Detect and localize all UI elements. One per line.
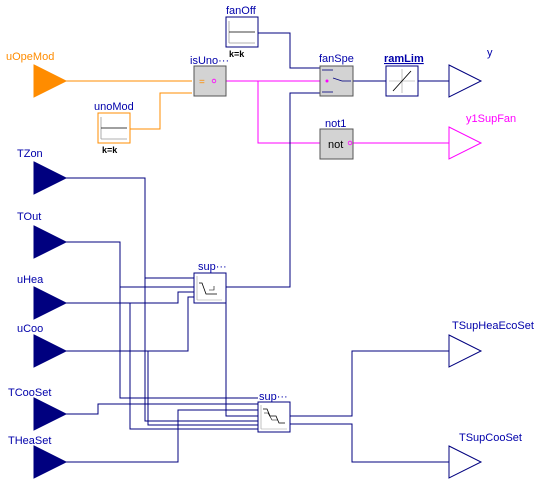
output-TSupCooSet-label: TSupCooSet (459, 432, 522, 444)
block-fanSpe[interactable]: fanSpe (319, 53, 354, 97)
output-TSupCooSet[interactable]: TSupCooSet (448, 432, 522, 479)
block-fanOff-param: k=k (229, 49, 245, 59)
output-y-triangle[interactable] (448, 64, 483, 98)
output-TSupHeaEcoSet-triangle[interactable] (448, 334, 483, 368)
input-THeaSet-triangle[interactable] (33, 445, 68, 479)
input-uCoo-triangle[interactable] (33, 334, 68, 368)
input-TOut-label: TOut (17, 211, 41, 223)
block-isUno[interactable]: isUno··· = (190, 55, 229, 97)
wire-TZon-supFan (66, 177, 194, 279)
input-uOpeMod-triangle[interactable] (33, 64, 68, 98)
block-isUno-output-dot (211, 78, 217, 84)
block-ramLim-curve (392, 70, 412, 92)
wire-TOut-supTemp (119, 287, 258, 399)
wire-supTemp-TSupCooSet (290, 423, 449, 463)
input-uCoo[interactable]: uCoo (17, 323, 68, 368)
wire-uHea-supTemp (129, 303, 258, 430)
block-supTemp-curve (263, 408, 285, 424)
wire-isUno-not1 (257, 81, 320, 144)
block-not1[interactable]: not1 not (319, 118, 354, 160)
block-ramLim-name: ramLim (384, 53, 424, 65)
wire-supFan-fanSpe (226, 92, 320, 288)
block-unoMod[interactable]: unoMod k=k (94, 101, 134, 155)
input-uOpeMod[interactable]: uOpeMod (6, 51, 68, 98)
output-TSupCooSet-triangle[interactable] (448, 445, 483, 479)
wire-uCoo-supFan (66, 296, 194, 352)
wire-uOpeMod-supTemp (225, 287, 258, 417)
block-not1-text: not (328, 139, 343, 151)
block-fanOff[interactable]: fanOff k=k (225, 5, 259, 59)
block-supFan[interactable]: sup··· (193, 261, 227, 304)
input-TOut[interactable]: TOut (17, 211, 68, 259)
block-supTemp-name: sup··· (259, 391, 288, 403)
wire-uCoo-supTemp (147, 351, 258, 426)
input-TCooSet-triangle[interactable] (33, 397, 68, 431)
output-TSupHeaEcoSet-label: TSupHeaEcoSet (452, 320, 534, 332)
input-TZon[interactable]: TZon (17, 148, 68, 195)
input-TCooSet[interactable]: TCooSet (8, 387, 68, 431)
wire-uHea-supFan (66, 291, 194, 304)
block-unoMod-param: k=k (102, 145, 118, 155)
wire-TOut-supFan (66, 241, 194, 288)
block-isUno-symbol: = (199, 77, 205, 88)
connections (66, 32, 449, 463)
block-not1-box[interactable] (319, 128, 354, 160)
block-supFan-box[interactable] (193, 272, 227, 304)
input-THeaSet[interactable]: THeaSet (8, 435, 68, 479)
input-THeaSet-label: THeaSet (8, 435, 51, 447)
output-y1SupFan-triangle[interactable] (448, 126, 483, 160)
input-TOut-triangle[interactable] (33, 225, 68, 259)
input-uHea-triangle[interactable] (33, 286, 68, 320)
block-not1-name: not1 (325, 118, 346, 130)
input-uHea[interactable]: uHea (17, 274, 68, 320)
input-uCoo-label: uCoo (17, 323, 43, 335)
output-TSupHeaEcoSet[interactable]: TSupHeaEcoSet (448, 320, 534, 368)
output-y1SupFan[interactable]: y1SupFan (448, 113, 516, 160)
block-supTemp-box[interactable] (257, 401, 291, 433)
wire-unoMod-isUno (130, 92, 192, 130)
input-TCooSet-label: TCooSet (8, 387, 51, 399)
output-y-label: y (487, 47, 493, 59)
block-fanSpe-name: fanSpe (319, 53, 354, 65)
wire-supTemp-TSupHeaEcoSet (290, 350, 449, 417)
block-isUno-name: isUno··· (190, 55, 229, 67)
wire-TZon-supTemp (144, 278, 258, 422)
block-not1-output-dot (347, 140, 353, 146)
wire-THeaSet-supTemp (66, 409, 258, 463)
block-ramLim[interactable]: ramLim (384, 53, 424, 97)
input-uHea-label: uHea (17, 274, 44, 286)
wire-TCooSet-supTemp (66, 403, 258, 415)
block-supFan-curve (199, 282, 217, 295)
input-TZon-label: TZon (17, 148, 43, 160)
block-isUno-box[interactable] (193, 65, 227, 97)
block-supTemp[interactable]: sup··· (257, 391, 291, 433)
block-unoMod-name: unoMod (94, 101, 134, 113)
input-TZon-triangle[interactable] (33, 161, 68, 195)
wire-fanOff-fanSpe (258, 32, 320, 69)
output-y1SupFan-label: y1SupFan (466, 113, 516, 125)
input-uOpeMod-label: uOpeMod (6, 51, 54, 63)
block-fanOff-name: fanOff (226, 5, 257, 17)
output-y[interactable]: y (448, 47, 493, 98)
block-fanSpe-switch-dot (325, 79, 329, 83)
block-supFan-curve-2 (209, 286, 215, 291)
block-supTemp-curve-2 (264, 412, 278, 421)
block-supFan-name: sup··· (198, 261, 227, 273)
block-fanSpe-switch-arm (332, 77, 343, 82)
